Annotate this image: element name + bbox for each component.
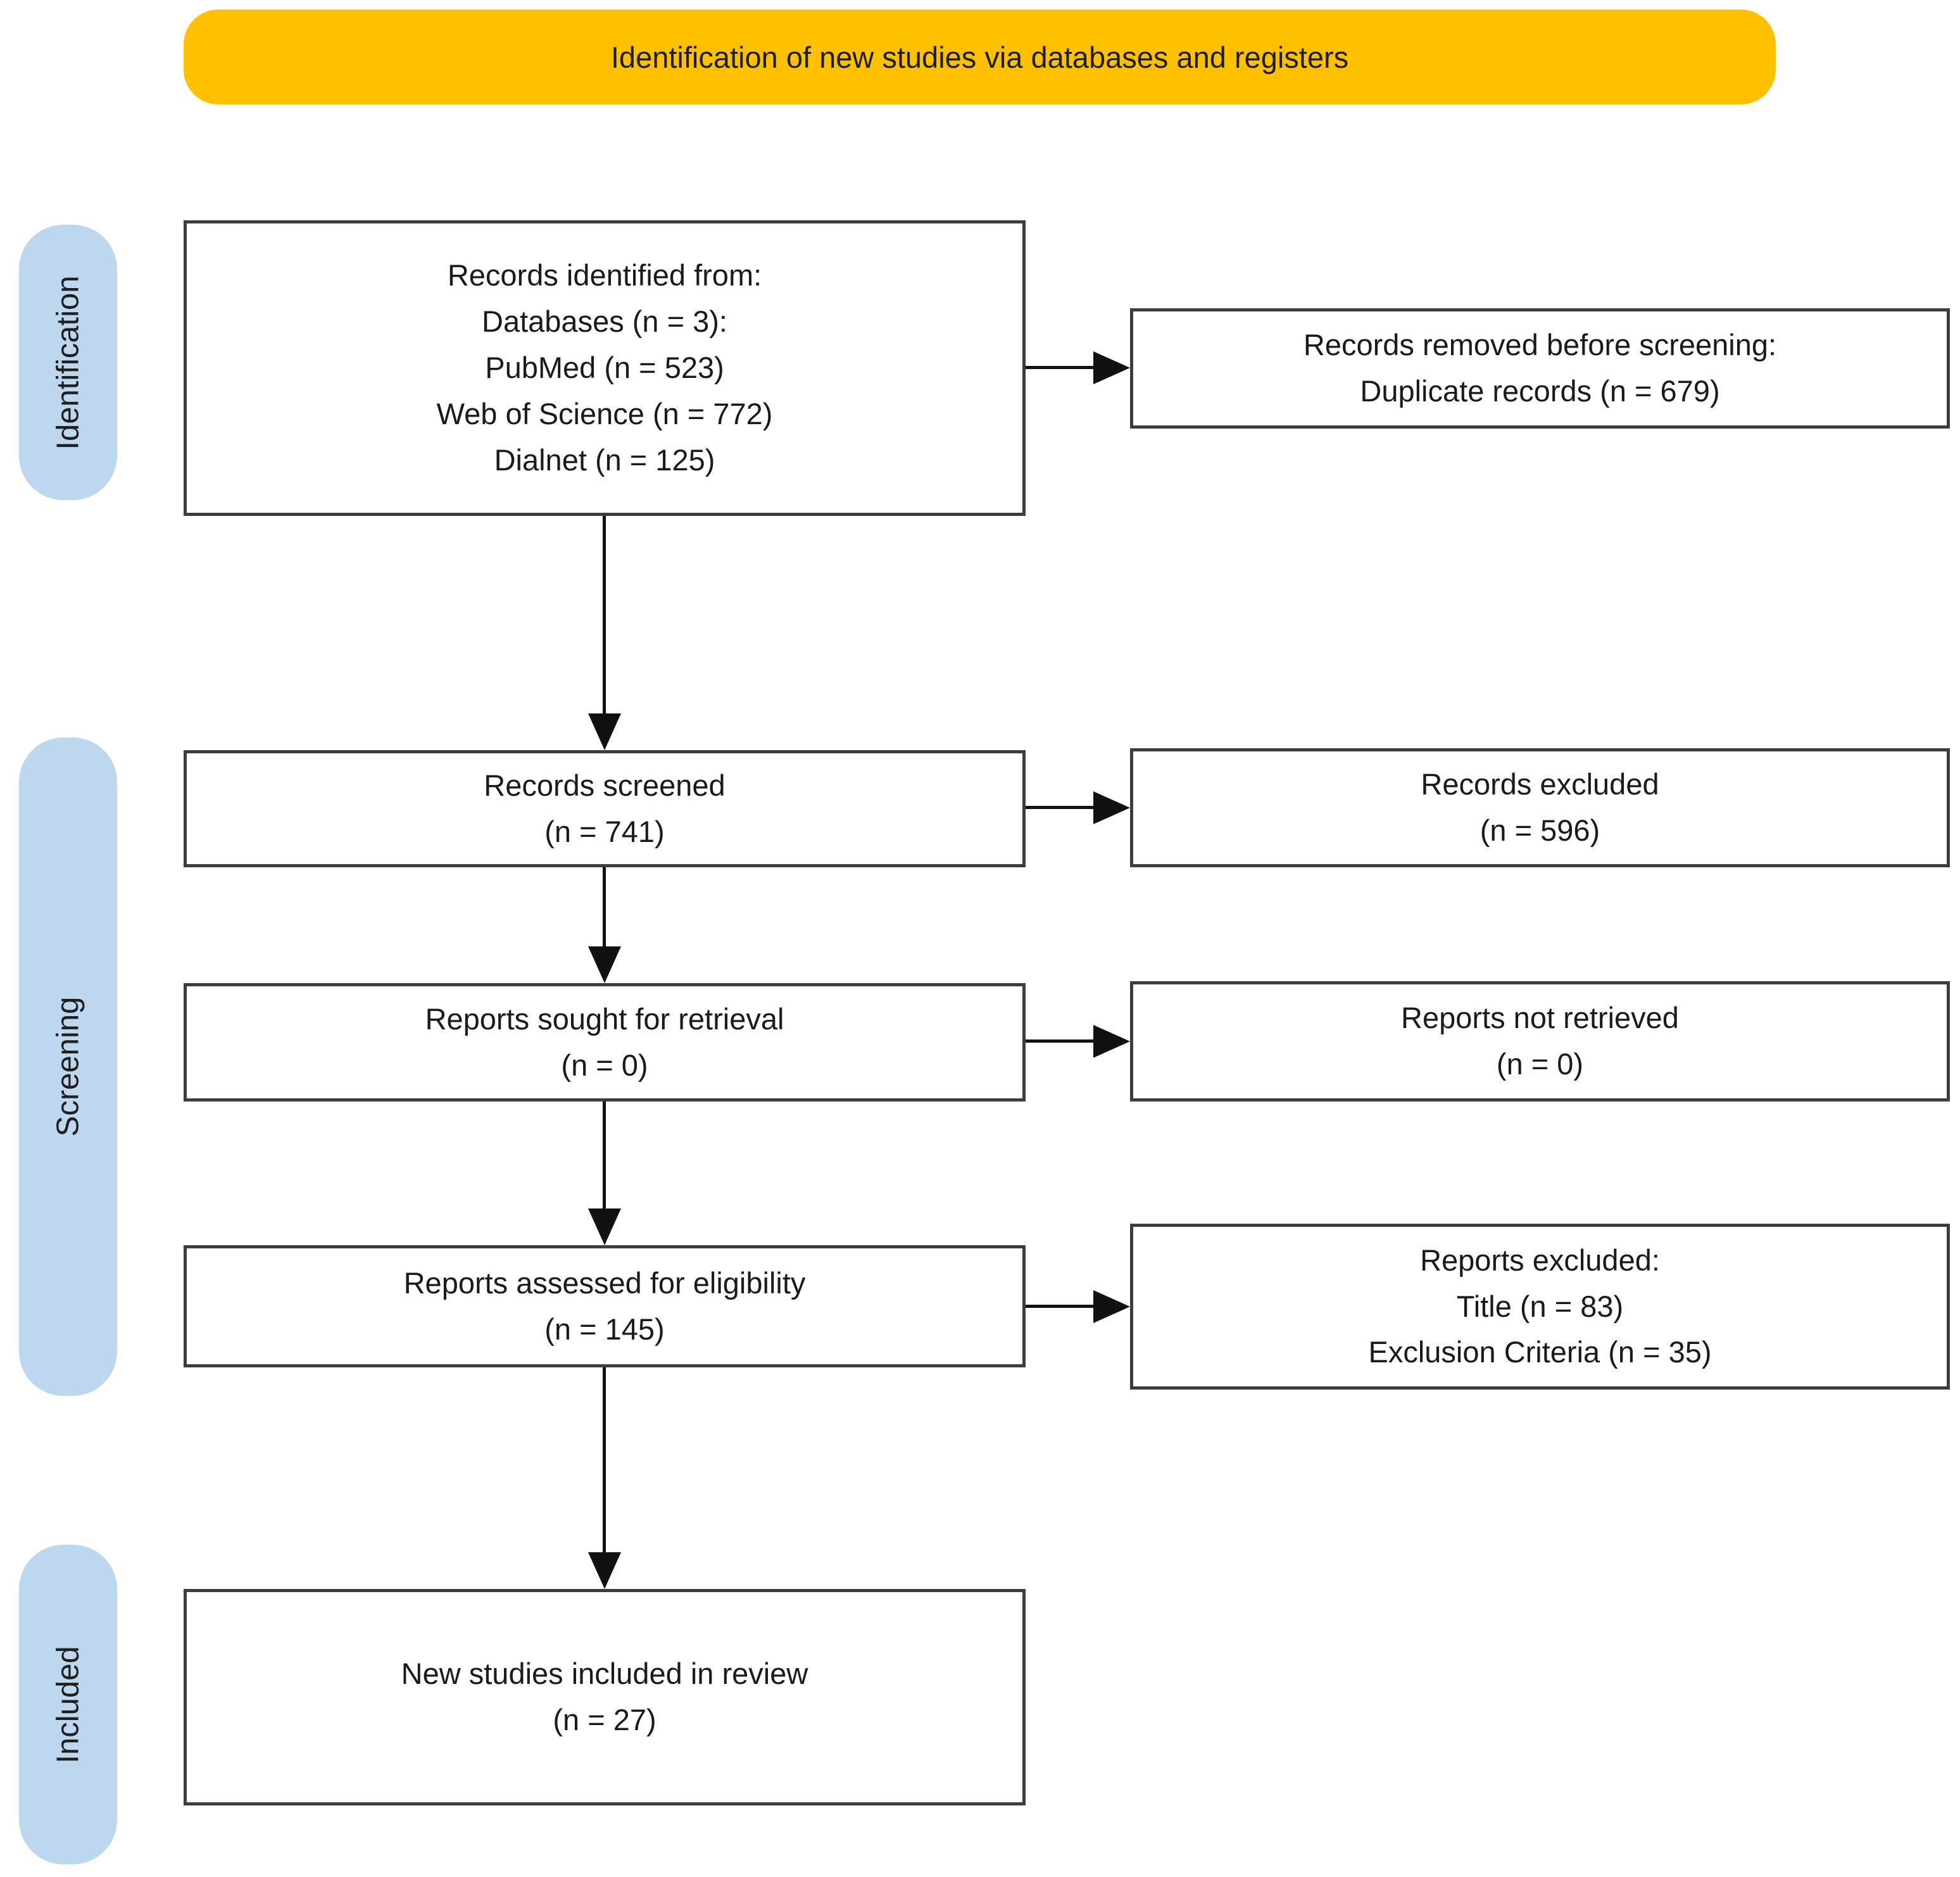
arrow-screened-to-excluded-head-icon <box>1093 791 1130 824</box>
arrow-sought-to-assessed-head-icon <box>588 1208 621 1245</box>
box-records-excluded: Records excluded (n = 596) <box>1130 748 1950 867</box>
arrow-assessed-to-included-line <box>603 1367 606 1552</box>
box-line: New studies included in review <box>401 1657 808 1691</box>
box-line: PubMed (n = 523) <box>485 351 724 385</box>
box-reports-sought: Reports sought for retrieval (n = 0) <box>184 983 1026 1102</box>
box-line: Dialnet (n = 125) <box>494 443 715 477</box>
box-line: Exclusion Criteria (n = 35) <box>1368 1335 1712 1369</box>
arrow-identified-to-screened-line <box>603 516 606 713</box>
arrow-identified-to-removed-line <box>1026 366 1093 369</box>
box-line: Duplicate records (n = 679) <box>1360 374 1720 408</box>
stage-label-identification: Identification <box>51 275 85 450</box>
box-line: (n = 0) <box>561 1048 648 1082</box>
arrow-sought-to-assessed-line <box>603 1102 606 1208</box>
box-line: Web of Science (n = 772) <box>436 396 773 430</box>
arrow-screened-to-excluded-line <box>1026 806 1093 809</box>
banner: Identification of new studies via databa… <box>184 9 1776 104</box>
banner-title: Identification of new studies via databa… <box>610 40 1349 74</box>
arrow-assessed-to-reports-excluded-head-icon <box>1093 1290 1130 1323</box>
box-line: Title (n = 83) <box>1456 1289 1624 1323</box>
box-line: Reports not retrieved <box>1401 1001 1679 1035</box>
stage-pill-screening: Screening <box>19 738 117 1396</box>
box-reports-not-retrieved: Reports not retrieved (n = 0) <box>1130 981 1950 1102</box>
arrow-assessed-to-included-head-icon <box>588 1552 621 1589</box>
box-line: Reports excluded: <box>1420 1243 1660 1277</box>
box-reports-excluded: Reports excluded: Title (n = 83) Exclusi… <box>1130 1224 1950 1390</box>
box-records-removed: Records removed before screening: Duplic… <box>1130 308 1950 429</box>
arrow-sought-to-not-retrieved-head-icon <box>1093 1025 1130 1058</box>
box-line: (n = 145) <box>544 1312 665 1346</box>
box-line: (n = 27) <box>553 1703 656 1736</box>
box-line: (n = 596) <box>1479 813 1600 847</box>
box-line: Records identified from: <box>447 258 762 292</box>
stage-pill-included: Included <box>19 1545 117 1864</box>
box-line: (n = 0) <box>1496 1047 1584 1081</box>
box-line: Reports assessed for eligibility <box>403 1265 806 1300</box>
box-records-identified: Records identified from: Databases (n = … <box>184 220 1026 516</box>
arrow-screened-to-sought-head-icon <box>588 946 621 983</box>
box-new-studies-included: New studies included in review (n = 27) <box>184 1589 1026 1805</box>
box-records-screened: Records screened (n = 741) <box>184 750 1026 867</box>
stage-label-screening: Screening <box>51 996 85 1137</box>
arrow-identified-to-removed-head-icon <box>1093 351 1130 384</box>
box-line: (n = 741) <box>544 814 665 848</box>
box-line: Records removed before screening: <box>1303 328 1777 362</box>
arrow-screened-to-sought-line <box>603 867 606 946</box>
box-line: Records screened <box>484 768 726 802</box>
box-reports-assessed: Reports assessed for eligibility (n = 14… <box>184 1245 1026 1367</box>
box-line: Records excluded <box>1421 767 1659 801</box>
box-line: Databases (n = 3): <box>482 304 727 339</box>
arrow-identified-to-screened-head-icon <box>588 713 621 750</box>
arrow-assessed-to-reports-excluded-line <box>1026 1305 1093 1308</box>
stage-pill-identification: Identification <box>19 225 117 500</box>
stage-label-included: Included <box>51 1645 85 1764</box>
box-line: Reports sought for retrieval <box>425 1001 784 1036</box>
arrow-sought-to-not-retrieved-line <box>1026 1039 1093 1043</box>
